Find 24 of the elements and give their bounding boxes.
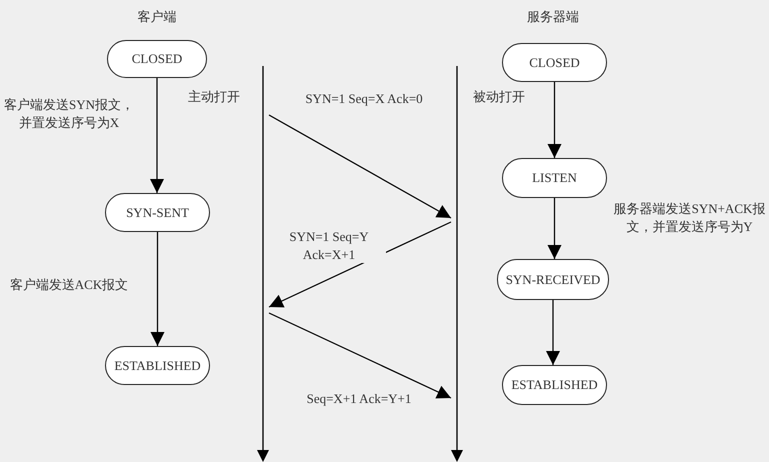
state-box: SYN-RECEIVED [497, 259, 609, 300]
column-heading: 服务器端 [526, 8, 580, 26]
annotation-text: 客户端发送ACK报文 [8, 276, 130, 294]
arrow [548, 82, 562, 158]
state-box: CLOSED [502, 43, 607, 82]
timeline-arrow [257, 66, 269, 462]
state-box: SYN-SENT [105, 193, 210, 232]
state-box: ESTABLISHED [502, 365, 607, 405]
arrow [548, 198, 562, 259]
state-box: ESTABLISHED [105, 346, 210, 385]
annotation-text: 服务器端发送SYN+ACK报文，并置发送序号为Y [612, 200, 766, 236]
arrow [546, 300, 560, 365]
timeline-arrow [451, 66, 463, 462]
arrow [268, 312, 452, 399]
annotation-text: 客户端发送SYN报文，并置发送序号为X [2, 96, 135, 132]
arrow [268, 114, 452, 219]
state-box: CLOSED [107, 40, 207, 78]
arrow [150, 232, 164, 346]
arrow [268, 221, 452, 308]
column-heading: 客户端 [136, 8, 178, 26]
arrow [150, 78, 164, 193]
annotation-text: 被动打开 [472, 88, 526, 106]
state-box: LISTEN [502, 158, 607, 198]
annotation-text: 主动打开 [187, 88, 241, 106]
